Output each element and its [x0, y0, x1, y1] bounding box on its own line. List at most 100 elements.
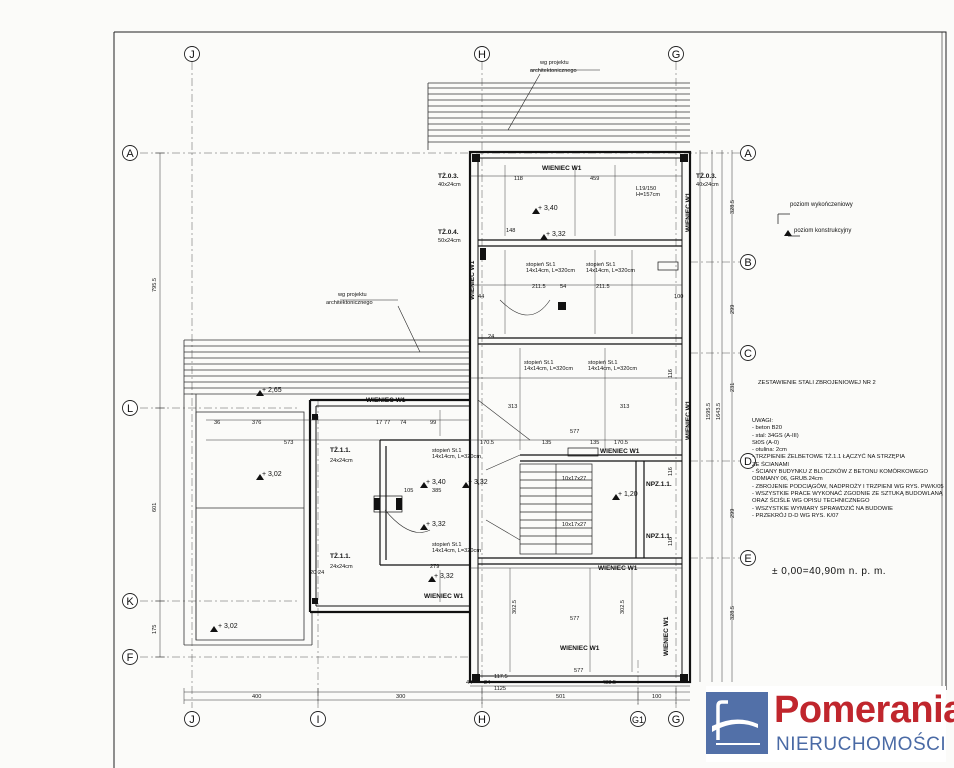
svg-text:A: A — [744, 148, 752, 160]
svg-text:WIENIEC W1: WIENIEC W1 — [542, 165, 582, 172]
svg-text:100: 100 — [674, 294, 683, 300]
svg-text:+ 3,32: + 3,32 — [468, 479, 488, 486]
svg-text:135: 135 — [542, 440, 551, 446]
svg-text:G1: G1 — [632, 715, 644, 725]
grid-bubble-bottom-g: G — [668, 711, 684, 727]
svg-text:J: J — [189, 714, 195, 726]
legend-marks — [777, 213, 800, 237]
svg-text:313: 313 — [508, 404, 517, 410]
svg-text:TŻ.1.1.: TŻ.1.1. — [330, 446, 351, 454]
svg-text:40x24cm: 40x24cm — [696, 182, 719, 188]
svg-text:I: I — [316, 714, 319, 726]
leader-lines — [340, 69, 600, 353]
svg-text:77: 77 — [384, 420, 390, 426]
svg-text:328.5: 328.5 — [730, 606, 736, 620]
svg-text:54: 54 — [560, 284, 566, 290]
notes-line: ORAZ ŚCIŚLE WG OPISU TECHNICZNEGO — [752, 498, 870, 505]
svg-text:G: G — [672, 714, 681, 726]
level-markers — [210, 208, 792, 632]
svg-text:17: 17 — [376, 420, 382, 426]
level-labels: + 3,40 + 3,32 + 2,65 + 3,02 + 3,40 + 3,3… — [218, 205, 638, 630]
grid-bubble-right-e: E — [740, 550, 756, 566]
building-walls — [308, 150, 692, 684]
svg-text:+ 3,02: + 3,02 — [262, 471, 282, 478]
svg-text:wg projektu: wg projektu — [337, 292, 367, 298]
svg-text:300: 300 — [396, 694, 405, 700]
grid-bubble-top-h: H — [474, 46, 490, 62]
svg-text:stopień St.1: stopień St.1 — [588, 360, 618, 366]
grid-bubble-right-d: D — [740, 453, 756, 469]
svg-text:299: 299 — [730, 509, 736, 518]
notes-line: - WSZYSTKIE PRACE WYKONAĆ ZGODNIE ZE SZT… — [752, 490, 943, 497]
staircase — [519, 463, 593, 555]
svg-text:10x17x27: 10x17x27 — [562, 522, 586, 528]
notes-line: - PRZEKRÓJ D-D WG RYS. K/07 — [752, 512, 839, 519]
svg-text:170.5: 170.5 — [614, 440, 628, 446]
grid-bubble-bottom-h: H — [474, 711, 490, 727]
company-logo: Pomerania NIERUCHOMOŚCI — [706, 686, 954, 762]
svg-text:E: E — [744, 553, 751, 565]
notes-line: ODMIANY 06, GRUB.24cm — [752, 476, 823, 483]
svg-text:40x24cm: 40x24cm — [438, 182, 461, 188]
svg-text:+ 2,65: + 2,65 — [262, 387, 282, 394]
svg-text:+ 3,02: + 3,02 — [218, 623, 238, 630]
svg-text:architektonicznego: architektonicznego — [530, 68, 577, 74]
svg-text:WIENIEC W1: WIENIEC W1 — [598, 565, 638, 572]
svg-text:H=157cm: H=157cm — [636, 192, 660, 198]
svg-text:+ 3,40: + 3,40 — [538, 205, 558, 212]
svg-text:WIENIEC W1: WIENIEC W1 — [424, 593, 464, 600]
grid-bubble-right-c: C — [740, 345, 756, 361]
svg-text:wg projektu: wg projektu — [539, 60, 569, 66]
datum-level-text: ± 0,00=40,90m n. p. m. — [772, 566, 887, 577]
grid-bubble-bottom-j: J — [184, 711, 200, 727]
svg-text:1595.5: 1595.5 — [706, 403, 712, 420]
svg-text:+ 3,32: + 3,32 — [434, 573, 454, 580]
notes-header: UWAGI: — [752, 418, 774, 424]
svg-text:WIENIEC W1: WIENIEC W1 — [600, 448, 640, 455]
svg-text:B: B — [744, 257, 751, 269]
svg-text:1643.5: 1643.5 — [716, 403, 722, 420]
grid-bubble-right-b: B — [740, 254, 756, 270]
svg-text:577: 577 — [574, 668, 583, 674]
svg-text:483.5: 483.5 — [602, 680, 616, 686]
svg-text:14x14cm, L=320cm: 14x14cm, L=320cm — [586, 268, 635, 274]
svg-text:+ 3,32: + 3,32 — [546, 231, 566, 238]
svg-text:WIENIEC W1: WIENIEC W1 — [685, 192, 692, 232]
svg-text:211.5: 211.5 — [596, 284, 610, 290]
svg-text:L: L — [127, 403, 133, 415]
pergola-left — [183, 339, 470, 645]
svg-text:100: 100 — [652, 694, 661, 700]
dimension-lines — [155, 150, 733, 704]
notes-line: ZE ŚCIANAMI — [752, 461, 790, 468]
interior-walls — [379, 239, 682, 566]
svg-text:116: 116 — [668, 369, 674, 378]
svg-text:TŻ.0.3.: TŻ.0.3. — [696, 172, 717, 180]
grid-bubble-bottom-g1: G1 — [630, 711, 646, 727]
slab-direction-marks — [384, 299, 551, 541]
grid-bubble-top-j: J — [184, 46, 200, 62]
svg-text:NPZ.1.1.: NPZ.1.1. — [646, 481, 672, 488]
column-tags: TŻ.0.3. 40x24cm TŻ.0.3. 40x24cm TŻ.0.4. … — [330, 172, 719, 570]
svg-text:WIENIEC W1: WIENIEC W1 — [469, 260, 476, 300]
notes-line: - WSZYSTKIE WYMIARY SPRAWDZIĆ NA BUDOWIE — [752, 505, 893, 512]
svg-text:302.5: 302.5 — [512, 600, 518, 614]
svg-text:H: H — [478, 714, 486, 726]
svg-text:376: 376 — [252, 420, 261, 426]
svg-text:36: 36 — [214, 420, 220, 426]
svg-text:385: 385 — [432, 488, 441, 494]
svg-text:10x17x27: 10x17x27 — [562, 476, 586, 482]
pergola-top — [427, 82, 690, 150]
svg-text:G: G — [672, 49, 681, 61]
svg-text:stopień St.1: stopień St.1 — [526, 262, 556, 268]
svg-text:302.5: 302.5 — [620, 600, 626, 614]
grid-bubble-left-l: L — [122, 400, 138, 416]
svg-text:459: 459 — [590, 176, 599, 182]
svg-text:14x14cm, L=320cm: 14x14cm, L=320cm — [524, 366, 573, 372]
legend-finished-level: poziom wykończeniowy — [790, 202, 853, 208]
svg-text:14x14cm, L=320cm: 14x14cm, L=320cm — [588, 366, 637, 372]
svg-text:74: 74 — [400, 420, 406, 426]
steel-schedule-title: ZESTAWIENIE STALI ZBROJENIOWEJ NR 2 — [758, 380, 876, 386]
svg-text:14x14cm, L=320cm: 14x14cm, L=320cm — [432, 548, 481, 554]
grid-axes — [140, 62, 740, 708]
